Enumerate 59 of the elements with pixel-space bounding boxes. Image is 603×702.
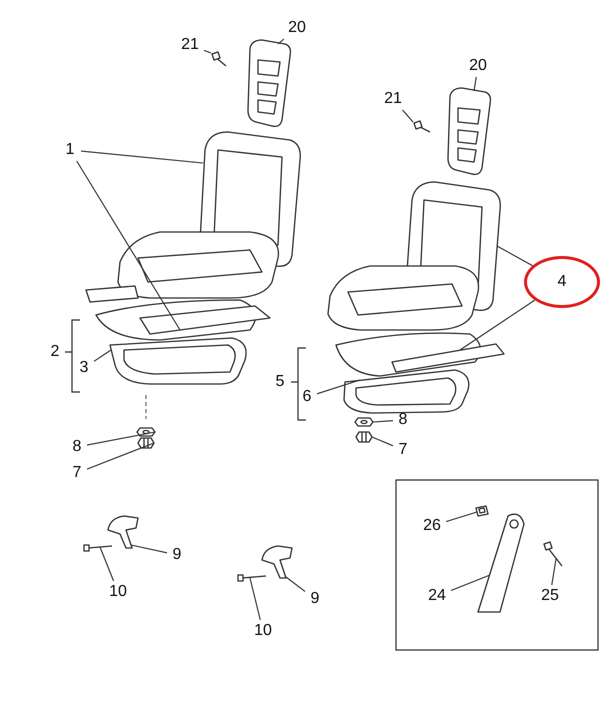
- bolt-drawing: [83, 544, 112, 552]
- callout-number: 7: [67, 462, 87, 484]
- headrest-drawing: [247, 39, 292, 128]
- callout-number: 8: [393, 409, 413, 431]
- callout-number: 26: [418, 515, 446, 537]
- bolt-drawing: [237, 574, 266, 582]
- callout-number: 20: [283, 17, 311, 39]
- leader-line: [76, 160, 180, 330]
- mounting-bracket-drawing: [261, 545, 293, 579]
- callout-number: 7: [393, 439, 413, 461]
- leader-line: [99, 546, 114, 582]
- leader-line: [450, 574, 490, 591]
- leader-line: [372, 436, 394, 446]
- nut-drawing: [137, 437, 155, 449]
- callout-number: 2: [45, 341, 65, 363]
- callout-number: 20: [464, 55, 492, 77]
- callout-number: 21: [176, 34, 204, 56]
- leader-line: [86, 442, 154, 470]
- seat-slide-rail-drawing: [391, 343, 505, 373]
- callout-number: 1: [59, 139, 81, 161]
- leader-line: [130, 544, 168, 554]
- nut-drawing: [355, 431, 373, 443]
- callout-number: 3: [74, 357, 94, 379]
- headrest-drawing: [447, 87, 492, 176]
- callout-number: 5: [270, 371, 290, 393]
- seat-frame-drawing: [109, 337, 247, 385]
- clip-drawing: [475, 505, 489, 517]
- callout-number: 6: [297, 386, 317, 408]
- washer-drawing: [354, 417, 374, 427]
- seat-belt-drawing: [477, 514, 525, 613]
- callout-number: 25: [536, 585, 564, 607]
- leader-line: [551, 558, 557, 586]
- leader-line: [80, 150, 204, 164]
- leader-line: [249, 578, 261, 620]
- leader-line: [446, 511, 478, 522]
- callout-number: 10: [249, 620, 277, 642]
- leader-line: [204, 50, 212, 54]
- highlighted-callout-number: 4: [524, 256, 600, 308]
- callout-number: 24: [423, 585, 451, 607]
- washer-drawing: [136, 427, 156, 437]
- leader-line: [286, 576, 306, 592]
- callout-number: 10: [104, 581, 132, 603]
- bolt-drawing: [543, 541, 563, 566]
- leader-line: [86, 431, 156, 446]
- leader-line: [473, 76, 477, 92]
- leader-line: [278, 38, 284, 44]
- callout-number: 21: [379, 88, 407, 110]
- leader-line: [402, 110, 414, 122]
- leader-line: [372, 420, 394, 423]
- screw-drawing: [211, 51, 226, 66]
- callout-number: 9: [305, 588, 325, 610]
- leader-line: [94, 350, 112, 362]
- mounting-bracket-drawing: [107, 515, 139, 549]
- callout-number: 9: [167, 544, 187, 566]
- callout-number: 8: [67, 436, 87, 458]
- screw-drawing: [413, 120, 430, 133]
- leader-line: [496, 246, 533, 266]
- seat-frame-drawing: [343, 369, 470, 414]
- seat-slide-rail-drawing: [139, 305, 271, 335]
